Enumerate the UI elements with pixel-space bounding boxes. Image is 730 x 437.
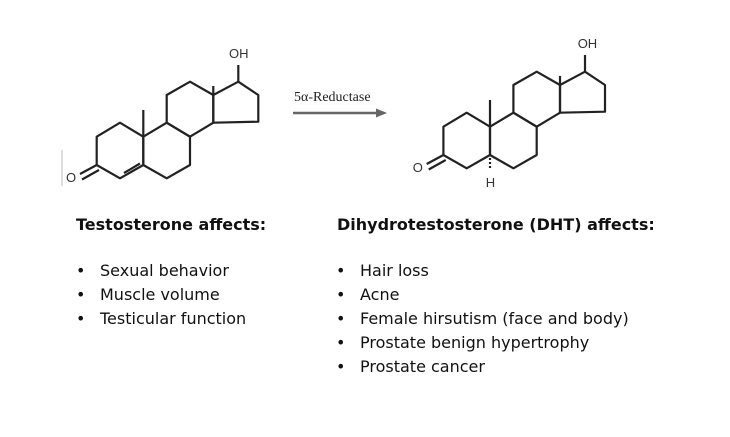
hydroxyl-label: OH bbox=[229, 46, 249, 61]
hydrogen-label: H bbox=[486, 175, 495, 190]
list-item: Female hirsutism (face and body) bbox=[336, 307, 629, 331]
testosterone-effects-list: Sexual behavior Muscle volume Testicular… bbox=[76, 259, 246, 331]
dht-heading: Dihydrotestosterone (DHT) affects: bbox=[337, 215, 655, 234]
list-item: Testicular function bbox=[76, 307, 246, 331]
enzyme-label: 5α-Reductase bbox=[294, 90, 371, 105]
list-item: Prostate benign hypertrophy bbox=[336, 331, 629, 355]
dht-structure: OH O H bbox=[413, 36, 607, 190]
oxygen-label: O bbox=[66, 170, 76, 185]
list-item: Muscle volume bbox=[76, 283, 246, 307]
hydroxyl-label: OH bbox=[578, 36, 598, 51]
oxygen-label: O bbox=[413, 160, 423, 175]
list-item: Prostate cancer bbox=[336, 355, 629, 379]
testosterone-structure: OH O bbox=[66, 46, 260, 185]
reaction-arrow: 5α-Reductase bbox=[293, 90, 387, 118]
dht-effects-list: Hair loss Acne Female hirsutism (face an… bbox=[336, 259, 629, 379]
list-item: Hair loss bbox=[336, 259, 629, 283]
list-item: Acne bbox=[336, 283, 629, 307]
testosterone-heading: Testosterone affects: bbox=[76, 215, 267, 234]
list-item: Sexual behavior bbox=[76, 259, 246, 283]
